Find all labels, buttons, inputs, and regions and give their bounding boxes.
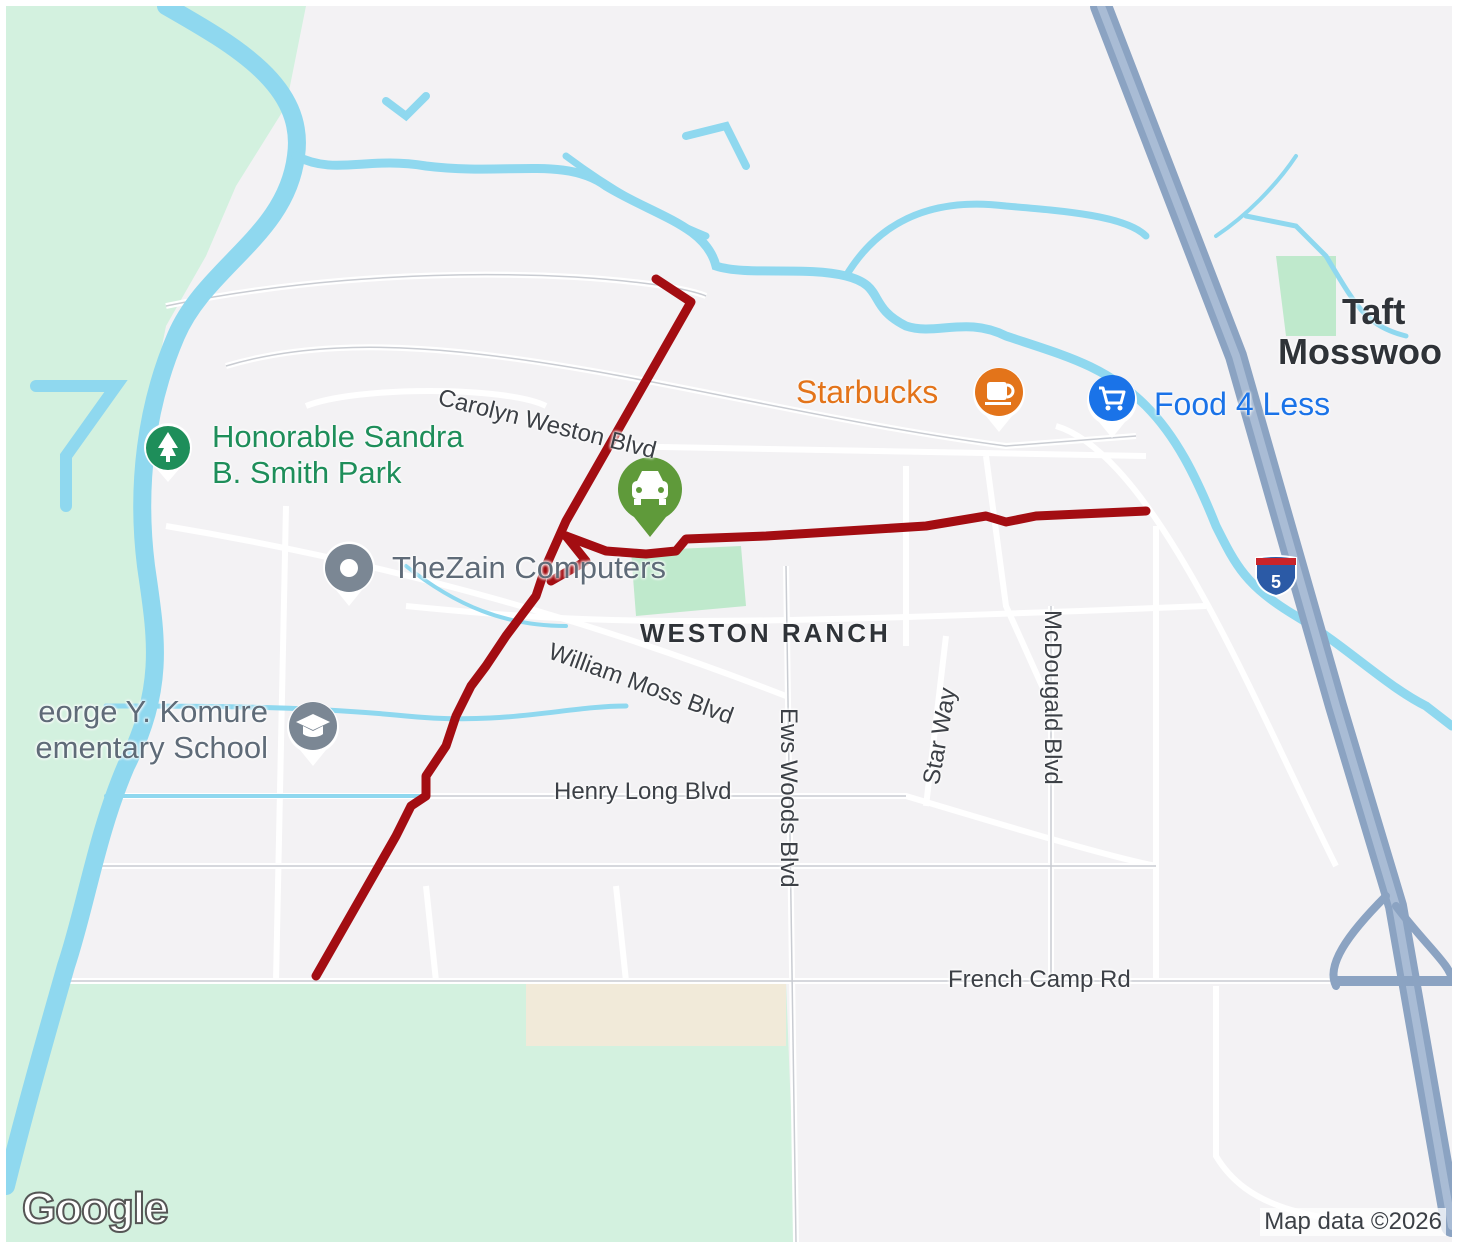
map-attribution[interactable]: Map data ©2026: [1260, 1208, 1446, 1236]
south-east-land: [796, 981, 1452, 1242]
food4less-label[interactable]: Food 4 Less: [1154, 386, 1331, 422]
weston-ranch-label: WESTON RANCH: [640, 618, 891, 648]
map-base: [6, 6, 1452, 1242]
waterways: [6, 6, 1452, 1195]
french-camp-rd-label: French Camp Rd: [948, 966, 1131, 993]
interstate-number: 5: [1271, 572, 1281, 592]
location-pin-icon[interactable]: [318, 538, 380, 608]
school-label[interactable]: eorge Y. Komure ementary School: [6, 694, 268, 766]
google-logo: Google: [21, 1183, 170, 1234]
ews-woods-blvd-label: Ews Woods Blvd: [775, 708, 802, 888]
west-green-area: [6, 6, 796, 1242]
taft-label-line-1: Taft: [1342, 291, 1406, 332]
graduation-cap-icon[interactable]: [282, 696, 344, 768]
tree-icon[interactable]: [140, 418, 196, 484]
map-canvas[interactable]: Honorable Sandra B. Smith Park TheZain C…: [6, 6, 1452, 1242]
route-lines: [311, 274, 1151, 981]
school-label-line-1: eorge Y. Komure: [38, 694, 268, 729]
mcdougald-blvd-label: McDougald Blvd: [1039, 610, 1066, 785]
central-park: [631, 546, 746, 616]
sand-area: [526, 981, 786, 1046]
interstate-5: [1090, 6, 1452, 1237]
school-label-line-2: ementary School: [35, 730, 268, 765]
north-east-park: [1276, 256, 1336, 336]
interstate-shield-icon: 5: [1255, 555, 1297, 598]
starbucks-label[interactable]: Starbucks: [796, 374, 939, 410]
taft-label-line-2: Mosswoo: [1278, 331, 1443, 372]
coffee-cup-icon[interactable]: [968, 362, 1030, 434]
shopping-cart-icon[interactable]: [1082, 368, 1142, 440]
taft-mosswood-label: Taft Mosswoo: [1278, 292, 1442, 372]
car-icon[interactable]: [612, 453, 688, 539]
park-label-line-1: Honorable Sandra: [212, 419, 464, 454]
park-label-line-2: B. Smith Park: [212, 455, 402, 490]
thezain-label[interactable]: TheZain Computers: [392, 550, 666, 585]
park-label[interactable]: Honorable Sandra B. Smith Park: [212, 419, 464, 491]
henry-long-blvd-label: Henry Long Blvd: [554, 778, 732, 805]
